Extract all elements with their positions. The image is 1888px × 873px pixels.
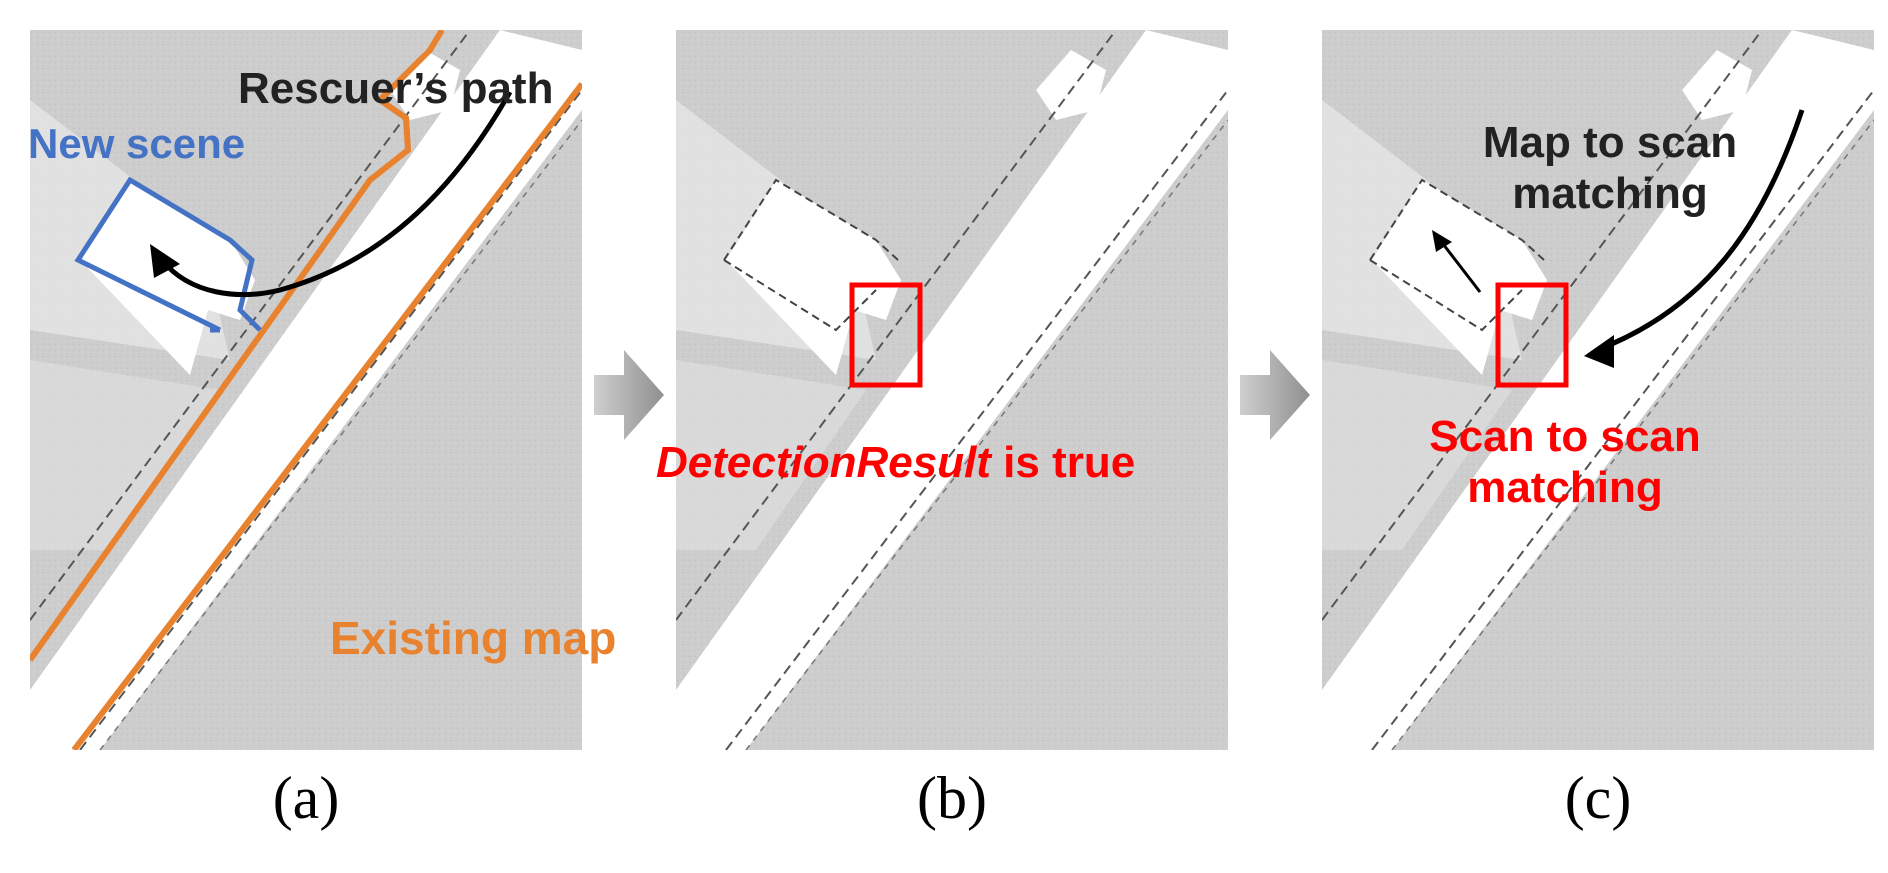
label-existing-map: Existing map <box>330 612 617 664</box>
label-detection-result: DetectionResult is true <box>656 438 1135 489</box>
scan-region <box>1322 360 1512 550</box>
label-map-to-scan: Map to scan matching <box>1482 118 1738 218</box>
rescuer-path-arrowhead <box>150 244 180 278</box>
caption-a: (a) <box>272 765 340 831</box>
scan-region <box>676 360 866 550</box>
wall-dashed <box>30 30 471 621</box>
caption-c: (c) <box>1564 765 1632 831</box>
flow-arrow-icon <box>1240 350 1310 440</box>
scan-region <box>30 360 220 550</box>
existing-map-boundary <box>30 30 445 662</box>
corridor <box>676 30 1228 750</box>
label-detection-state: is true <box>990 438 1136 487</box>
caption-b: (b) <box>917 765 987 831</box>
flow-arrow-icon <box>594 350 664 440</box>
wall-dashed <box>725 89 1228 750</box>
room-wall <box>723 259 877 332</box>
wall-dashed <box>1371 89 1874 750</box>
label-new-scene: New scene <box>28 120 246 167</box>
existing-map-boundary <box>71 82 582 750</box>
label-scan-to-scan: Scan to scan matching <box>1429 412 1701 512</box>
wall-dashed <box>99 119 582 750</box>
detection-box <box>849 282 923 388</box>
room-wall <box>1369 178 1545 261</box>
wall-dashed <box>1322 30 1763 621</box>
panel-b-map <box>676 30 1228 750</box>
wall-dashed <box>745 119 1228 750</box>
into-room-arrow <box>1438 239 1482 293</box>
map-to-scan-arrow <box>1596 109 1805 353</box>
wall-dashed <box>676 30 1117 621</box>
panel-c-map <box>1322 30 1874 750</box>
corridor <box>30 30 582 750</box>
new-scene-area <box>726 180 901 375</box>
label-detection-variable: DetectionResult <box>656 438 991 487</box>
panel-a-map <box>30 30 582 750</box>
rescuer-path-arrow <box>160 90 513 297</box>
map-to-scan-arrowhead <box>1584 335 1614 368</box>
new-scene-boundary <box>74 176 262 333</box>
scan-match-box <box>1495 282 1569 388</box>
wall-dashed <box>79 89 582 750</box>
room-wall <box>1369 259 1523 332</box>
corridor <box>1322 30 1874 750</box>
into-room-arrowhead <box>1432 230 1452 252</box>
new-scene-area <box>1372 180 1547 375</box>
room-wall <box>723 178 899 261</box>
label-rescuer-path: Rescuer’s path <box>238 64 554 113</box>
wall-dashed <box>1391 119 1874 750</box>
